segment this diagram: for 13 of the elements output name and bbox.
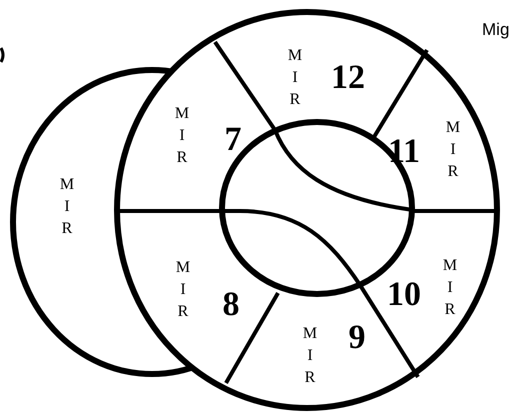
segment-label: M I R xyxy=(442,256,458,320)
segment-label: M I R xyxy=(175,258,191,322)
segment-number: 10 xyxy=(387,278,421,312)
segment-label: M I R xyxy=(302,324,318,388)
segment-number: 8 xyxy=(222,288,240,322)
segment-number: 7 xyxy=(224,123,242,157)
segment-label: M I R xyxy=(59,175,75,239)
segment-label: M I R xyxy=(174,104,190,168)
segment-label: M I R xyxy=(445,118,461,182)
segment-number: 12 xyxy=(331,61,365,95)
segment-number: 9 xyxy=(348,321,366,355)
title-fragment: Mig xyxy=(482,20,510,40)
segment-label: M I R xyxy=(287,46,303,110)
